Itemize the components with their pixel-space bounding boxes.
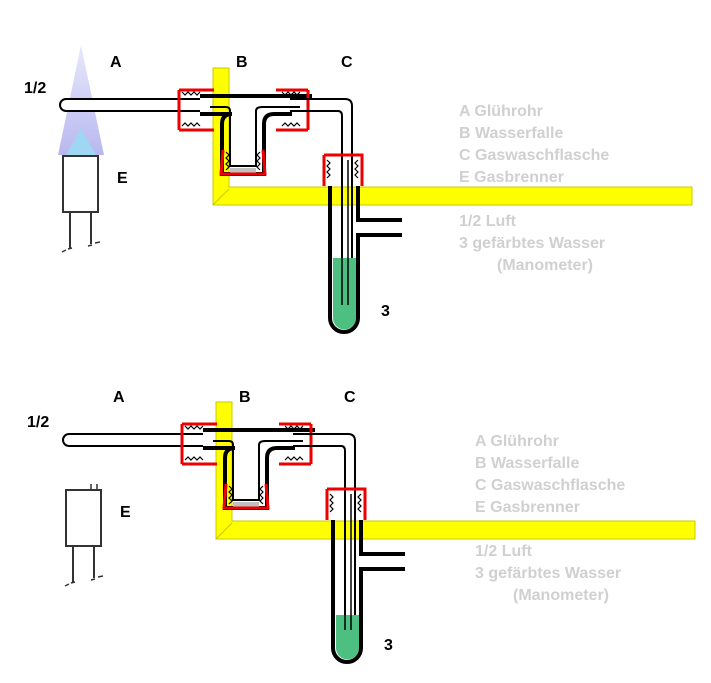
panel-2: A B C E 1/2 3 A Glührohr B Wasserfalle C…: [27, 389, 696, 664]
label-c: C: [341, 54, 353, 71]
label-three: 3: [384, 637, 393, 654]
water-fill: [336, 615, 359, 660]
legend-item: E Gasbrenner: [459, 169, 564, 186]
label-inlet: 1/2: [27, 414, 49, 431]
glow-tube: [62, 433, 203, 447]
legend-item: C Gaswaschflasche: [475, 477, 625, 494]
label-b: B: [239, 389, 251, 406]
water-fill: [333, 258, 356, 330]
legend-item: A Glührohr: [475, 433, 559, 450]
label-three: 3: [381, 303, 390, 320]
label-a: A: [110, 54, 122, 71]
legend-item: B Wasserfalle: [475, 455, 579, 472]
legend-item: A Glührohr: [459, 103, 543, 120]
label-b: B: [236, 54, 248, 71]
legend-item: (Manometer): [497, 257, 593, 274]
legend-item: 1/2 Luft: [475, 543, 533, 560]
glow-tube: [59, 98, 200, 112]
legend-item: C Gaswaschflasche: [459, 147, 609, 164]
legend-item: E Gasbrenner: [475, 499, 580, 516]
water-trap: [180, 422, 313, 510]
label-inlet: 1/2: [24, 80, 46, 97]
legend: A Glührohr B Wasserfalle C Gaswaschflasc…: [459, 103, 609, 274]
label-e: E: [120, 504, 131, 521]
legend-item: (Manometer): [513, 587, 609, 604]
label-e: E: [117, 170, 128, 187]
legend-item: 3 gefärbtes Wasser: [459, 235, 605, 252]
panel-1: A B C E 1/2 3 A Glührohr B Wasserfalle C…: [24, 45, 693, 334]
legend-item: 1/2 Luft: [459, 213, 517, 230]
burner-flame-core: [66, 128, 96, 155]
gas-washing-bottle: [290, 98, 402, 334]
legend-item: 3 gefärbtes Wasser: [475, 565, 621, 582]
water-trap: [177, 88, 310, 176]
legend: A Glührohr B Wasserfalle C Gaswaschflasc…: [475, 433, 625, 604]
gas-burner: [64, 484, 104, 587]
legend-item: B Wasserfalle: [459, 125, 563, 142]
gas-washing-bottle: [293, 433, 405, 664]
label-a: A: [113, 389, 125, 406]
gas-burner: [58, 45, 104, 253]
label-c: C: [344, 389, 356, 406]
